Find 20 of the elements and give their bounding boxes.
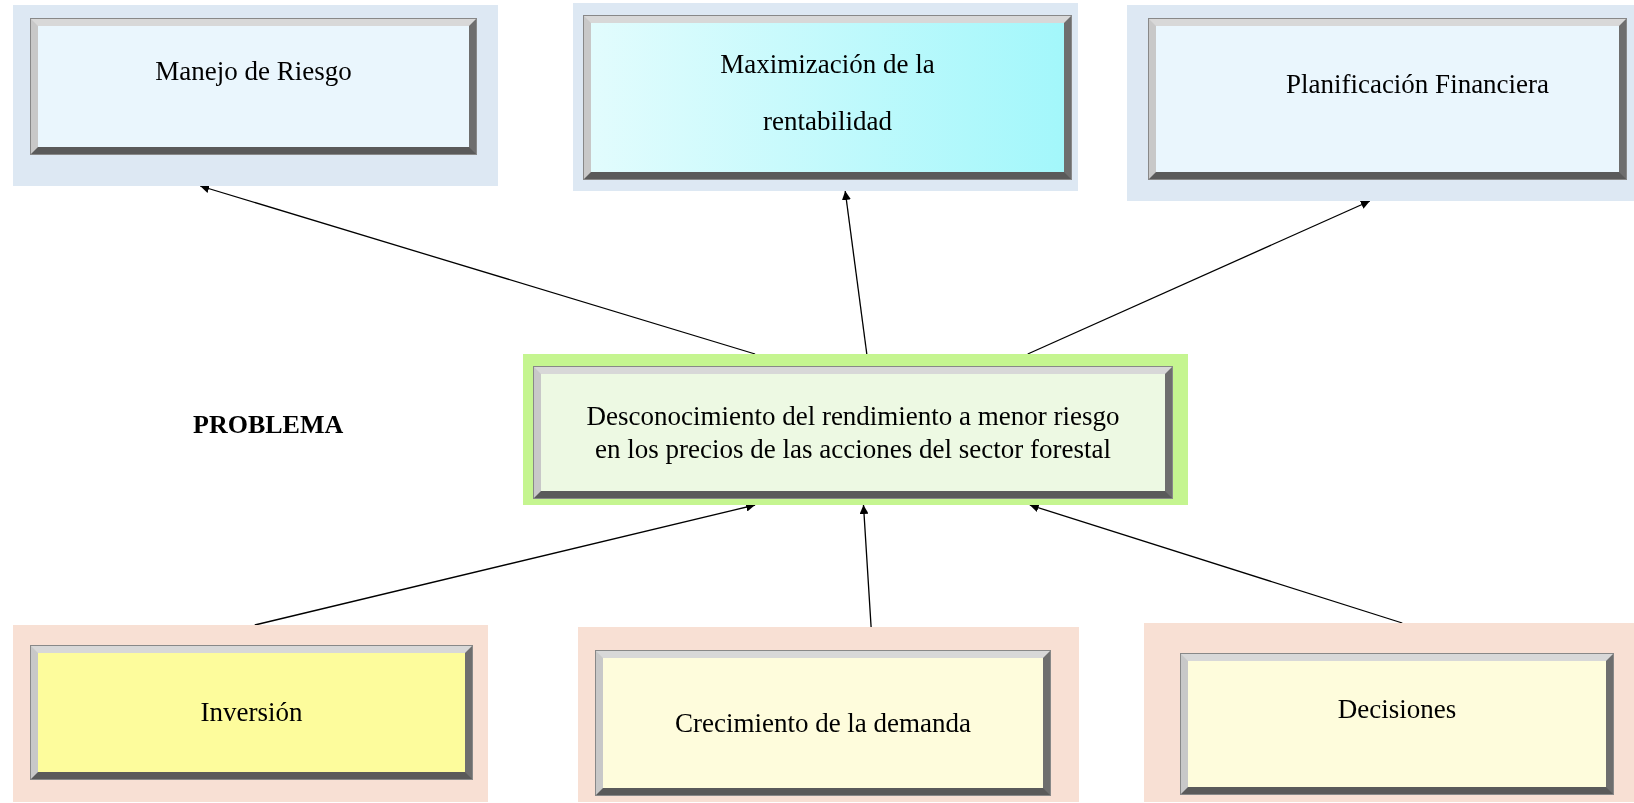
arrow: [199, 184, 756, 355]
box-label: Crecimiento de la demanda: [674, 706, 972, 740]
box-label: Planificación Financiera: [1285, 67, 1550, 101]
arrow: [1027, 200, 1371, 355]
arrow: [841, 190, 868, 355]
box-background: [13, 625, 488, 802]
box-label: Manejo de Riesgo: [155, 55, 352, 88]
box-background: [573, 3, 1078, 191]
box-label: Desconocimiento del rendimiento a menor riesgo en los precios de las acciones del sector forestal: [585, 400, 1121, 465]
arrow: [1029, 503, 1403, 624]
box-background: [578, 627, 1079, 802]
box-background: [13, 5, 498, 186]
box-label: Inversión: [200, 696, 303, 729]
box-background: [1144, 623, 1634, 802]
problem-label: PROBLEMA: [193, 410, 344, 440]
box-label: Decisiones: [1337, 692, 1457, 726]
box-background: [1127, 5, 1634, 201]
box-background: [523, 354, 1188, 505]
arrow: [859, 504, 872, 628]
box-label: Maximización de la rentabilidad: [719, 47, 936, 138]
